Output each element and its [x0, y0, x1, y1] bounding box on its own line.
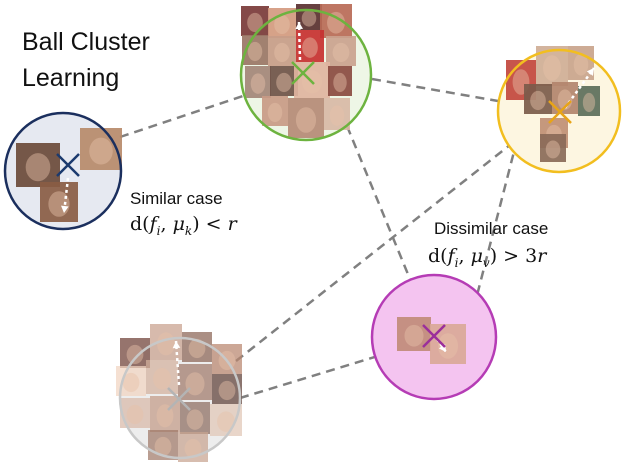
face-thumbnail — [328, 66, 352, 96]
spread-arrow-head — [586, 68, 594, 76]
title-line-1: Ball Cluster — [22, 28, 150, 56]
face-shape — [274, 42, 290, 63]
face-thumbnail — [268, 8, 296, 38]
face-shape — [126, 344, 144, 365]
face-shape — [48, 191, 70, 217]
face-thumbnail — [180, 402, 210, 434]
face-shape — [274, 14, 290, 35]
spread-arrow-icon — [174, 340, 181, 386]
dissimilar-case-label: Dissimilar case — [434, 219, 549, 238]
face-shape — [247, 41, 263, 62]
face-shape — [122, 372, 140, 393]
face-shape — [276, 72, 292, 93]
face-thumbnail — [245, 66, 271, 98]
cluster-boundary-yellow — [496, 48, 622, 174]
connector-green-yellow — [371, 77, 499, 103]
cluster-center-cross-icon — [291, 61, 315, 85]
cluster-boundary-blue — [3, 111, 123, 231]
face-shape — [185, 372, 205, 396]
face-thumbnail — [288, 98, 324, 138]
connector-gray-pink — [239, 351, 389, 400]
cluster-center-cross-icon — [167, 387, 191, 411]
face-shape — [250, 73, 266, 94]
face-thumbnail — [182, 332, 212, 362]
diagram-title: Ball Cluster Learning — [22, 24, 150, 96]
face-thumbnail — [16, 143, 60, 187]
face-shape — [126, 404, 144, 425]
face-thumbnail — [540, 134, 566, 162]
face-shape — [267, 102, 283, 123]
connector-blue-green — [119, 93, 247, 139]
cluster-boundary-pink — [370, 273, 498, 401]
cluster-boundary-green — [239, 8, 373, 142]
face-thumbnail — [294, 62, 330, 98]
face-thumbnail — [326, 36, 356, 66]
face-shape — [332, 42, 350, 63]
face-thumbnail — [146, 360, 178, 394]
face-shape — [153, 367, 171, 390]
face-shape — [154, 436, 172, 457]
face-thumbnail — [524, 84, 552, 114]
face-shape — [218, 380, 236, 401]
face-shape — [188, 338, 206, 359]
spread-arrow-head — [295, 22, 304, 30]
face-shape — [437, 333, 459, 359]
face-shape — [247, 12, 263, 33]
face-thumbnail — [324, 98, 350, 130]
face-shape — [545, 140, 561, 159]
cluster-center-cross-icon — [56, 153, 80, 177]
face-shape — [333, 72, 347, 93]
face-shape — [184, 438, 202, 459]
face-shape — [302, 37, 318, 58]
title-line-2: Learning — [22, 64, 120, 92]
face-shape — [530, 90, 546, 111]
similar-case-label: Similar case — [130, 189, 223, 208]
face-shape — [186, 409, 204, 430]
connector-yellow-pink — [472, 139, 519, 308]
face-thumbnail — [320, 4, 352, 38]
face-shape — [301, 9, 317, 27]
cluster-yellow — [496, 46, 622, 174]
cluster-gray — [116, 324, 242, 462]
face-shape — [295, 107, 317, 133]
cluster-pink — [370, 273, 498, 401]
face-thumbnail — [241, 6, 269, 36]
face-thumbnail — [120, 338, 150, 368]
cluster-green — [239, 4, 373, 142]
face-shape — [89, 137, 113, 165]
cluster-boundary-gray — [118, 336, 242, 460]
face-thumbnail — [262, 96, 288, 126]
face-shape — [217, 411, 235, 432]
face-shape — [582, 92, 596, 113]
spread-arrow-head — [60, 205, 69, 213]
face-shape — [543, 55, 561, 81]
face-shape — [404, 324, 424, 347]
face-thumbnail — [40, 182, 78, 222]
face-thumbnail — [430, 324, 466, 364]
face-shape — [25, 153, 51, 182]
dissimilar-case-formula: d(fi, μv) > 3r — [428, 245, 547, 270]
similar-case-formula: d(fi, μk) < r — [130, 213, 237, 238]
face-shape — [327, 11, 345, 34]
cluster-center-cross-icon — [548, 100, 572, 124]
cluster-blue — [3, 111, 123, 231]
face-thumbnail — [268, 36, 296, 66]
clusters-layer — [3, 4, 622, 462]
face-shape — [329, 105, 345, 126]
face-thumbnail — [80, 128, 122, 170]
face-shape — [573, 53, 589, 76]
face-thumbnail — [578, 86, 600, 116]
spread-arrow-head — [172, 341, 181, 349]
cluster-center-cross-icon — [422, 324, 446, 348]
face-shape — [157, 332, 175, 356]
